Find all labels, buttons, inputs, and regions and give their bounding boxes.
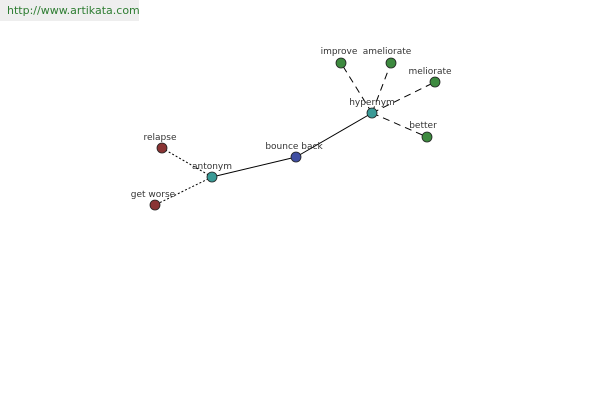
edge-hypernym-better bbox=[371, 112, 428, 138]
node-label-better[interactable]: better bbox=[409, 121, 437, 131]
node-relapse[interactable] bbox=[156, 142, 168, 154]
nodes-layer bbox=[149, 57, 441, 211]
node-label-improve[interactable]: improve bbox=[321, 47, 358, 57]
edge-hypernym-improve bbox=[340, 62, 373, 114]
site-url-watermark[interactable]: http://www.artikata.com bbox=[0, 0, 140, 21]
edge-antonym-get-worse bbox=[154, 176, 213, 206]
node-meliorate[interactable] bbox=[429, 76, 441, 88]
edges-layer bbox=[154, 62, 436, 206]
edge-root-hypernym bbox=[295, 112, 373, 158]
node-label-root[interactable]: bounce back bbox=[265, 142, 323, 152]
node-label-meliorate[interactable]: meliorate bbox=[408, 67, 452, 77]
edge-hypernym-ameliorate bbox=[371, 62, 392, 114]
node-better[interactable] bbox=[421, 131, 433, 143]
edge-root-antonym bbox=[211, 156, 297, 178]
node-get-worse[interactable] bbox=[149, 199, 161, 211]
node-label-ameliorate[interactable]: ameliorate bbox=[363, 47, 412, 57]
node-label-relapse[interactable]: relapse bbox=[144, 133, 177, 143]
node-improve[interactable] bbox=[335, 57, 347, 69]
node-label-hypernym[interactable]: hypernym bbox=[349, 98, 395, 108]
node-hypernym[interactable] bbox=[366, 107, 378, 119]
node-root[interactable] bbox=[290, 151, 302, 163]
node-label-antonym[interactable]: antonym bbox=[192, 162, 232, 172]
node-label-get-worse[interactable]: get worse bbox=[131, 190, 176, 200]
node-ameliorate[interactable] bbox=[385, 57, 397, 69]
labels-layer: bounce back hypernym antonym improve amelior… bbox=[131, 47, 452, 200]
node-antonym[interactable] bbox=[206, 171, 218, 183]
edge-antonym-relapse bbox=[161, 147, 213, 178]
